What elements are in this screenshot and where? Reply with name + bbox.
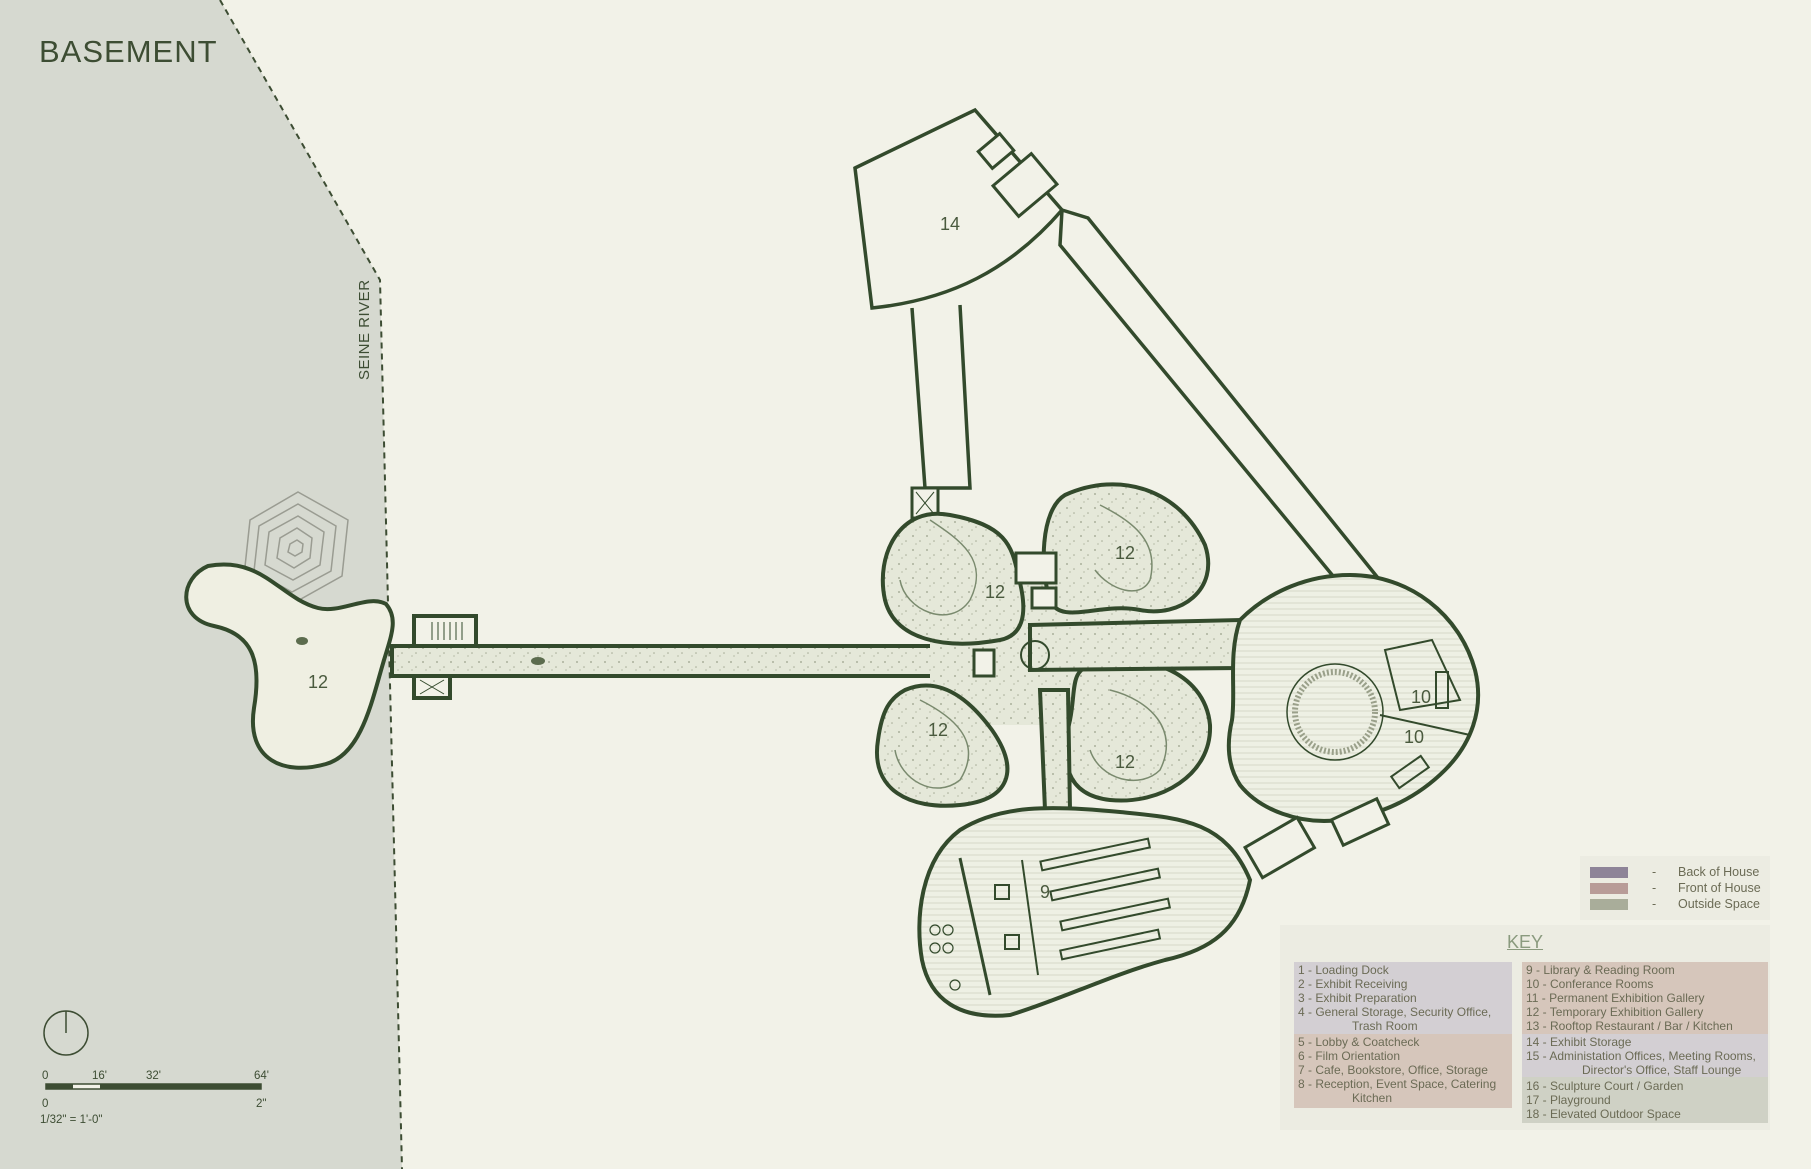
room-14	[853, 107, 1065, 310]
room-number: 10	[1411, 687, 1431, 707]
pond-room-12	[184, 562, 395, 770]
scale-tick: 2"	[256, 1098, 267, 1110]
key-entry: 4 - General Storage, Security Office,	[1298, 1005, 1492, 1019]
key-entry: 16 - Sculpture Court / Garden	[1526, 1079, 1684, 1093]
scale-bar	[45, 1083, 262, 1090]
pavilion	[1226, 572, 1481, 823]
north-arrow-icon	[43, 1010, 89, 1056]
legend-swatch	[1590, 899, 1628, 910]
scale-tick: 64'	[254, 1070, 269, 1082]
key-entry: 8 - Reception, Event Space, Catering	[1298, 1077, 1497, 1091]
key-entry: 5 - Lobby & Coatcheck	[1298, 1035, 1420, 1049]
legend-item: - Outside Space	[1590, 897, 1765, 912]
key-entry: 6 - Film Orientation	[1298, 1049, 1401, 1063]
key-entry: 10 - Conferance Rooms	[1526, 977, 1654, 991]
room-key: KEY 1 - Loading Dock 2 - Exhibit Receivi…	[1280, 925, 1770, 1130]
legend-label: Front of House	[1678, 881, 1761, 895]
key-entry: 7 - Cafe, Bookstore, Office, Storage	[1298, 1063, 1488, 1077]
key-entry: 13 - Rooftop Restaurant / Bar / Kitchen	[1526, 1019, 1733, 1033]
key-block-front-of-house-2: 9 - Library & Reading Room 10 - Conferan…	[1522, 962, 1768, 1034]
corridor	[390, 644, 934, 678]
corridor-north	[910, 304, 972, 490]
key-block-outside: 16 - Sculpture Court / Garden 17 - Playg…	[1522, 1077, 1768, 1123]
key-entry: 18 - Elevated Outdoor Space	[1526, 1107, 1681, 1121]
key-entry: 3 - Exhibit Preparation	[1298, 991, 1417, 1005]
room-number: 9	[1040, 882, 1050, 902]
hexagon-sculpture	[243, 491, 349, 605]
legend-label: Back of House	[1678, 865, 1760, 879]
key-entry: 12 - Temporary Exhibition Gallery	[1526, 1005, 1704, 1019]
key-entry: 17 - Playground	[1526, 1093, 1611, 1107]
key-block-back-of-house: 1 - Loading Dock 2 - Exhibit Receiving 3…	[1294, 962, 1512, 1034]
library-room-9	[917, 806, 1253, 1018]
gallery-12-top-left	[880, 511, 1026, 646]
scale-tick: 0	[42, 1098, 49, 1110]
room-number: 14	[940, 214, 960, 234]
legend-label: Outside Space	[1678, 897, 1760, 911]
page-title: BASEMENT	[39, 34, 218, 69]
key-block-front-of-house: 5 - Lobby & Coatcheck 6 - Film Orientati…	[1294, 1034, 1512, 1108]
key-entry: 15 - Administation Offices, Meeting Room…	[1526, 1049, 1756, 1063]
key-entry: 9 - Library & Reading Room	[1526, 963, 1675, 977]
key-entry: 14 - Exhibit Storage	[1526, 1035, 1632, 1049]
room-number: 10	[1404, 727, 1424, 747]
key-entry: 2 - Exhibit Receiving	[1298, 977, 1408, 991]
legend-item: - Back of House	[1590, 865, 1765, 880]
key-block-back-of-house-2: 14 - Exhibit Storage 15 - Administation …	[1522, 1034, 1768, 1077]
room-number: 12	[928, 720, 948, 740]
key-entry: Kitchen	[1352, 1091, 1393, 1105]
legend-item: - Front of House	[1590, 881, 1765, 896]
key-entry: 1 - Loading Dock	[1298, 963, 1389, 977]
key-entry: Trash Room	[1352, 1019, 1418, 1033]
gallery-12-bottom-right	[1063, 658, 1213, 803]
room-number: 12	[1115, 752, 1135, 772]
room-number: 12	[985, 582, 1005, 602]
river-label: SEINE RIVER	[356, 279, 373, 380]
river-edge	[219, 0, 403, 1169]
key-title: KEY	[1506, 932, 1544, 952]
key-entry: Director's Office, Staff Lounge	[1582, 1063, 1742, 1077]
scale-tick: 16'	[92, 1070, 107, 1082]
scale-tick: 32'	[146, 1070, 161, 1082]
legend-swatch	[1590, 883, 1628, 894]
room-number: 12	[1115, 543, 1135, 563]
color-legend: - Back of House - Front of House - Outsi…	[1580, 856, 1770, 920]
scale-tick: 0	[42, 1070, 49, 1082]
legend-swatch	[1590, 867, 1628, 878]
room-number: 12	[308, 672, 328, 692]
key-entry: 11 - Permanent Exhibition Gallery	[1526, 991, 1705, 1005]
scale-ratio: 1/32" = 1'-0"	[40, 1114, 103, 1126]
